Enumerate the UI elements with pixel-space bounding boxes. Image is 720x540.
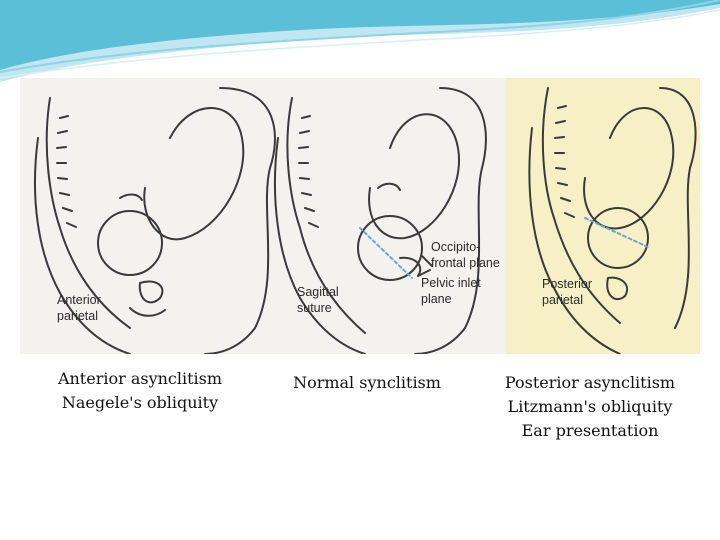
figure-line-art: [33, 78, 700, 354]
posterior-panel-tint: [506, 78, 700, 354]
label-pelvic-inlet-plane: Pelvic inlet plane: [421, 276, 481, 306]
panel-anterior-drawing: [33, 87, 276, 354]
label-occipitofrontal-plane: Occipito- frontal plane: [431, 240, 500, 270]
caption-normal-synclitism: Normal synclitism: [293, 373, 441, 392]
caption-posterior-asynclitism: Posterior asynclitism Litzmann's obliqui…: [504, 373, 676, 440]
asynclitism-figure: Anterior parietal Sagittal suture Occipi…: [20, 78, 700, 354]
label-sagittal-suture: Sagittal suture: [297, 285, 339, 315]
caption-anterior-asynclitism: Anterior asynclitism Naegele's obliquity: [57, 369, 223, 412]
label-posterior-parietal: Posterior parietal: [542, 277, 593, 307]
header-wave: [0, 0, 720, 82]
panel-posterior-drawing: [417, 87, 697, 354]
label-anterior-parietal: Anterior parietal: [57, 293, 101, 323]
panel-normal-drawing: [273, 87, 487, 354]
